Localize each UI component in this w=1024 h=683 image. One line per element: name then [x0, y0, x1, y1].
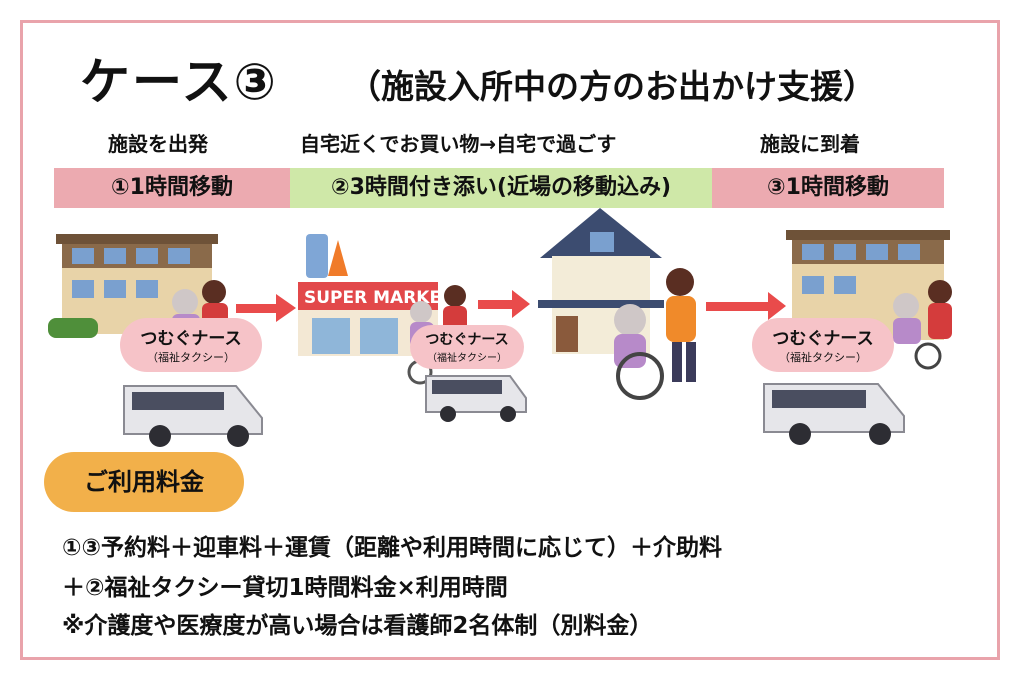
- arrow-right-icon: [478, 290, 530, 318]
- service-name: つむぐナース: [140, 329, 242, 349]
- arrow-right-icon: [236, 294, 296, 322]
- service-name: つむぐナース: [425, 332, 509, 348]
- page-subtitle: （施設入所中の方のお出かけ支援）: [348, 67, 876, 106]
- service-bubble-3: つむぐナース （福祉タクシー）: [752, 318, 894, 372]
- service-bubble-2: つむぐナース （福祉タクシー）: [410, 325, 524, 369]
- facility-building-icon: [786, 230, 952, 370]
- page-title: ケース③: [80, 53, 278, 111]
- service-sub: （福祉タクシー）: [779, 351, 867, 364]
- band-leg-1: ①1時間移動: [54, 168, 290, 208]
- store-sign-text: SUPER MARKET: [304, 288, 453, 308]
- service-sub: （福祉タクシー）: [147, 351, 235, 364]
- house-icon: [538, 208, 696, 400]
- band-leg-3: ③1時間移動: [712, 168, 944, 208]
- fee-line-2: ＋②福祉タクシー貸切1時間料金×利用時間: [62, 575, 508, 601]
- step-label-depart: 施設を出発: [108, 132, 208, 156]
- welfare-van-icon: [763, 383, 905, 445]
- step-label-arrive: 施設に到着: [760, 132, 860, 156]
- fee-line-3: ※介護度や医療度が高い場合は看護師2名体制（別料金）: [62, 613, 653, 639]
- fee-line-1: ①③予約料＋迎車料＋運賃（距離や利用時間に応じて）＋介助料: [62, 535, 722, 561]
- arrow-right-icon: [706, 292, 786, 320]
- service-bubble-1: つむぐナース （福祉タクシー）: [120, 318, 262, 372]
- band-leg-2: ②3時間付き添い(近場の移動込み): [290, 168, 712, 208]
- step-label-shopping-home: 自宅近くでお買い物→自宅で過ごす: [300, 132, 617, 156]
- service-sub: （福祉タクシー）: [427, 353, 507, 364]
- welfare-van-icon: [425, 375, 527, 422]
- service-name: つむぐナース: [772, 329, 874, 349]
- fee-heading: ご利用料金: [44, 452, 244, 512]
- welfare-van-icon: [123, 385, 263, 447]
- card-frame: [20, 20, 1000, 660]
